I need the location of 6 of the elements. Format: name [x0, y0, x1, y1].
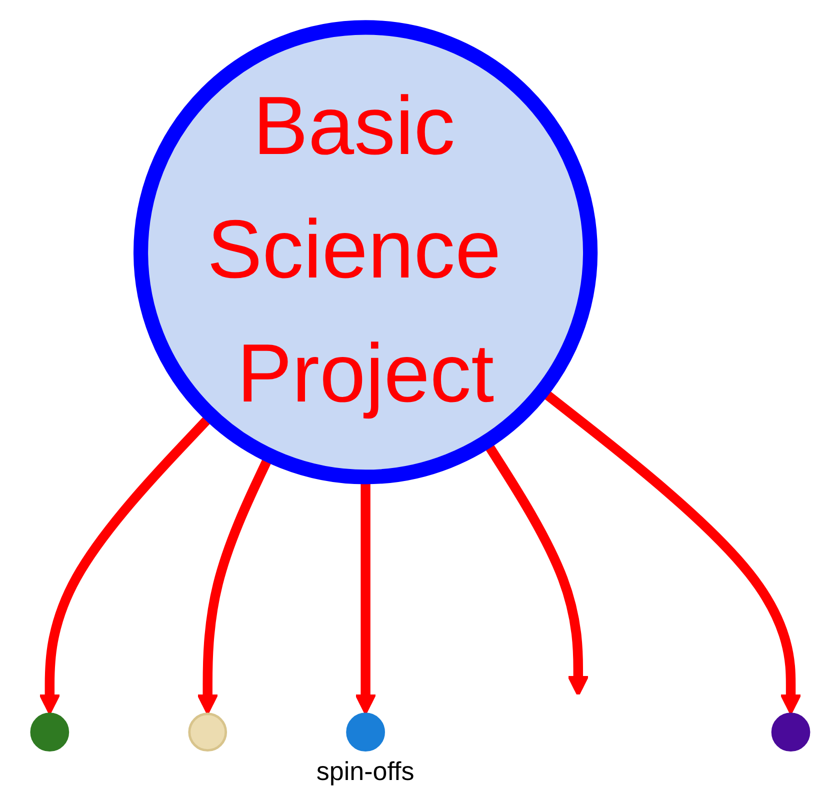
- node-circle: [30, 712, 69, 752]
- node-circle: [346, 712, 385, 752]
- node-circle: [771, 712, 810, 752]
- caption-text: spin-offs: [316, 756, 414, 787]
- node-circle: [188, 712, 227, 752]
- node-circle: [133, 20, 598, 484]
